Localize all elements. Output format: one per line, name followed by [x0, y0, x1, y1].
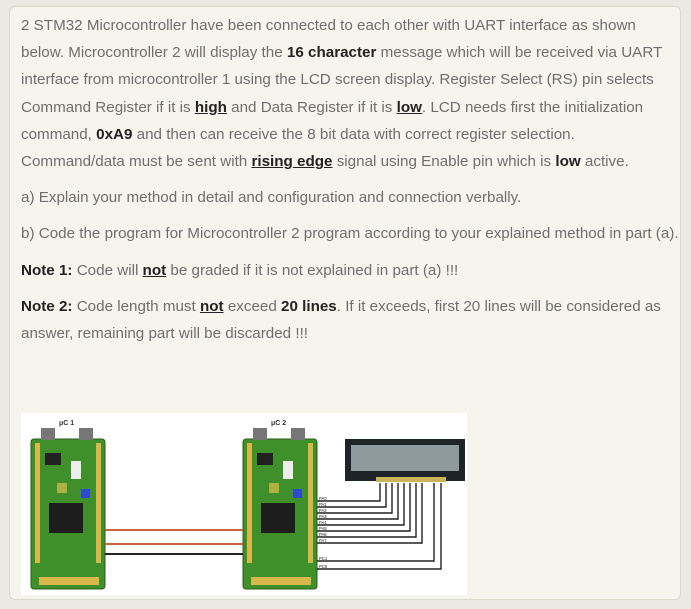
statement-bold-underline: rising edge: [251, 153, 333, 171]
statement-text: and Data Register if it is: [226, 98, 397, 116]
pin-label: PA3: [319, 514, 327, 519]
statement-bold: low: [555, 153, 581, 171]
statement-text: 2 STM32 Microcontroller have been connec…: [21, 17, 636, 62]
uc1-label: μC 1: [59, 420, 74, 427]
note-2: Note 2: Code length must not exceed 20 l…: [21, 293, 681, 347]
pin-label: PA4: [319, 520, 327, 525]
note-1: Note 1: Code will not be graded if it is…: [21, 257, 681, 284]
statement-text: . LCD needs first the initialization com…: [21, 98, 644, 143]
pin-label: PC1: [319, 556, 328, 561]
note-text: exceed: [223, 297, 282, 315]
note-bold-underline: not: [142, 261, 167, 279]
question-card: 2 STM32 Microcontroller have been connec…: [9, 6, 681, 600]
problem-statement: 2 STM32 Microcontroller have been connec…: [21, 12, 681, 175]
statement-bold: 16 character: [286, 44, 377, 62]
pin-label: PA2: [319, 508, 327, 513]
part-a: a) Explain your method in detail and con…: [21, 189, 522, 207]
statement-text: active.: [580, 153, 629, 171]
note-bold: 20 lines: [281, 297, 337, 315]
microcontroller-1-board: [30, 428, 106, 590]
circuit-diagram: μC 1 μC 2: [21, 413, 467, 595]
note-2-label: Note 2:: [21, 297, 73, 315]
uart-wires: [105, 529, 243, 555]
pin-label: PA1: [319, 502, 327, 507]
pin-label: PC0: [319, 564, 328, 569]
note-text: Code will: [72, 261, 143, 279]
part-b: b) Code the program for Microcontroller …: [21, 225, 679, 243]
question-text: 2 STM32 Microcontroller have been connec…: [21, 12, 681, 356]
note-text: Code length must: [72, 297, 200, 315]
pin-label: PA6: [319, 532, 327, 537]
microcontroller-2-board: [242, 428, 318, 590]
pin-label: PA7: [319, 538, 327, 543]
statement-text: message which will be received via UART …: [21, 44, 663, 116]
pin-label: PA0: [319, 496, 327, 501]
statement-text: signal using Enable pin which is: [332, 153, 556, 171]
lcd-bus-wires: [317, 483, 442, 570]
circuit-diagram-svg: μC 1 μC 2: [30, 420, 465, 590]
note-text: . If it exceeds, first 20 lines will be …: [21, 297, 661, 343]
lcd-display: [345, 439, 465, 482]
uc2-label: μC 2: [271, 420, 286, 427]
statement-text: and then can receive the 8 bit data with…: [21, 125, 575, 171]
note-1-label: Note 1:: [21, 261, 73, 279]
statement-bold-underline: low: [396, 98, 422, 116]
pin-label: PA5: [319, 526, 327, 531]
note-text: be graded if it is not explained in part…: [166, 261, 459, 279]
statement-bold-underline: high: [194, 98, 227, 116]
statement-bold: 0xA9: [96, 125, 133, 143]
note-bold-underline: not: [199, 297, 224, 315]
